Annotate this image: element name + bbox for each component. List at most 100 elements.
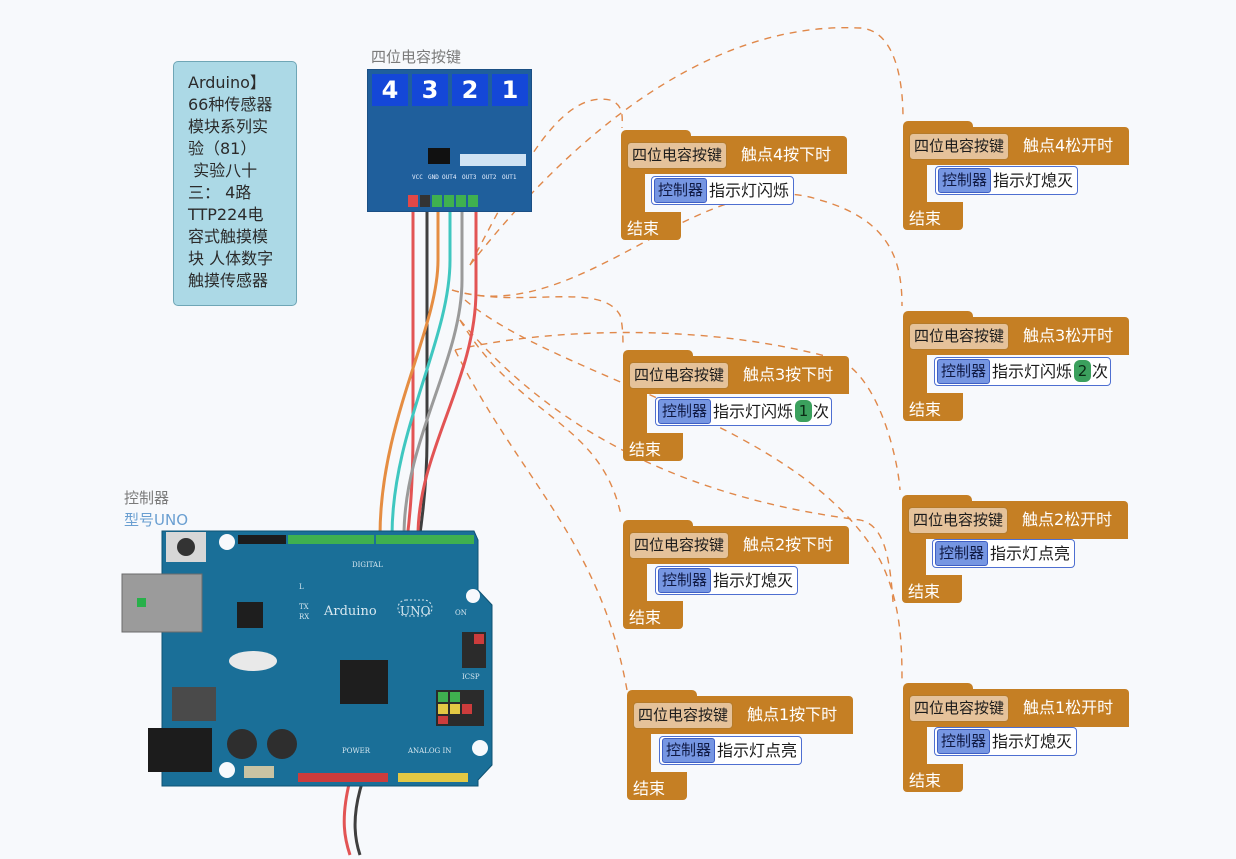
action-text: 指示灯闪烁 [709, 181, 790, 200]
end-label: 结束 [627, 219, 660, 238]
note-line: Arduino】 [188, 73, 266, 92]
event-component[interactable]: 四位电容按键 [908, 507, 1009, 534]
action-statement[interactable]: 控制器指示灯熄灭 [655, 566, 799, 595]
event-trigger: 触点1按下时 [747, 705, 838, 724]
count-unit: 次 [1092, 362, 1109, 381]
link-out1-release-2 [464, 299, 903, 681]
event-header[interactable]: 四位电容按键 触点3松开时 [903, 317, 1129, 355]
controller-chip[interactable]: 控制器 [938, 168, 992, 193]
note-line: TTP224电 [188, 205, 264, 224]
controller-chip[interactable]: 控制器 [658, 568, 712, 593]
event-header[interactable]: 四位电容按键 触点4按下时 [621, 136, 847, 174]
event-header[interactable]: 四位电容按键 触点1松开时 [903, 689, 1129, 727]
action-statement[interactable]: 控制器指示灯闪烁 [651, 176, 795, 205]
touch-module[interactable]: 4 3 2 1 VCC GND OUT4 OUT3 OUT2 OUT1 [367, 69, 532, 212]
event-component[interactable]: 四位电容按键 [629, 362, 730, 389]
board-uno-label: UNO [400, 604, 431, 618]
event-trigger: 触点3松开时 [1023, 326, 1114, 345]
end-block: 结束 [903, 202, 963, 230]
count-input[interactable]: 2 [1074, 360, 1092, 382]
action-text: 指示灯点亮 [990, 544, 1071, 563]
board-l-label: L [299, 583, 304, 591]
event-trigger: 触点1松开时 [1023, 698, 1114, 717]
action-text: 指示灯熄灭 [713, 571, 794, 590]
wire-out3 [390, 205, 452, 537]
event-header[interactable]: 四位电容按键 触点3按下时 [623, 356, 849, 394]
key-3[interactable]: 3 [412, 74, 448, 106]
event-component[interactable]: 四位电容按键 [909, 695, 1010, 722]
action-statement[interactable]: 控制器指示灯熄灭 [935, 166, 1079, 195]
link-out4-release [469, 27, 904, 266]
usb-port [121, 573, 203, 633]
controller-chip[interactable]: 控制器 [658, 399, 712, 424]
note-line: 66种传感器 [188, 95, 273, 114]
action-statement[interactable]: 控制器指示灯点亮 [932, 539, 1076, 568]
experiment-note[interactable]: Arduino】 66种传感器 模块系列实 验（81） 实验八十 三： 4路 T… [173, 61, 297, 306]
note-line: 触摸传感器 [188, 271, 269, 290]
event-component[interactable]: 四位电容按键 [909, 323, 1010, 350]
end-label: 结束 [909, 400, 942, 419]
note-line: 三： 4路 [188, 183, 252, 202]
event-component[interactable]: 四位电容按键 [633, 702, 734, 729]
action-text: 指示灯熄灭 [992, 732, 1073, 751]
controller-chip[interactable]: 控制器 [662, 738, 716, 763]
pin-label: VCC [412, 174, 423, 181]
board-power-label: POWER [342, 747, 371, 755]
controller-chip[interactable]: 控制器 [937, 359, 991, 384]
event-header[interactable]: 四位电容按键 触点1按下时 [627, 696, 853, 734]
pin-label: OUT1 [502, 174, 517, 181]
board-brand: Arduino [323, 604, 377, 619]
event-trigger: 触点2松开时 [1022, 510, 1113, 529]
event-component[interactable]: 四位电容按键 [629, 532, 730, 559]
pin-label: GND [428, 174, 439, 181]
module-resistors [460, 154, 526, 166]
event-trigger: 触点3按下时 [743, 365, 834, 384]
controller-chip[interactable]: 控制器 [935, 541, 989, 566]
controller-title: 控制器 [124, 489, 170, 507]
wire-out2 [402, 205, 464, 537]
note-line: 块 人体数字 [188, 249, 274, 268]
end-block: 结束 [903, 393, 963, 421]
controller-chip[interactable]: 控制器 [937, 729, 991, 754]
end-label: 结束 [629, 440, 662, 459]
pin-label: OUT3 [462, 174, 477, 181]
mcu-chip [340, 660, 388, 704]
pin-labels: VCC GND OUT4 OUT3 OUT2 OUT1 [412, 174, 530, 190]
board-labels: Arduino UNO DIGITAL POWER ANALOG IN ICSP… [299, 561, 480, 755]
note-line: 验（81） [188, 139, 257, 158]
board-rx-label: RX [299, 613, 309, 621]
board-digital-label: DIGITAL [352, 561, 383, 569]
event-component[interactable]: 四位电容按键 [909, 133, 1010, 160]
count-input[interactable]: 1 [795, 400, 813, 422]
event-trigger: 触点4松开时 [1023, 136, 1114, 155]
action-statement[interactable]: 控制器指示灯熄灭 [934, 727, 1078, 756]
board-tx-label: TX [299, 603, 309, 611]
link-out1-release [454, 331, 901, 491]
touch-keys: 4 3 2 1 [372, 74, 528, 106]
link-out1-press [454, 349, 628, 691]
board-on-label: ON [455, 609, 467, 617]
pin-label: OUT2 [482, 174, 497, 181]
key-4[interactable]: 4 [372, 74, 408, 106]
end-label: 结束 [908, 582, 941, 601]
note-line: 模块系列实 [188, 117, 269, 136]
link-out2-press [459, 319, 622, 516]
event-header[interactable]: 四位电容按键 触点2按下时 [623, 526, 849, 564]
action-statement[interactable]: 控制器指示灯点亮 [659, 736, 803, 765]
end-block: 结束 [621, 212, 681, 240]
event-header[interactable]: 四位电容按键 触点4松开时 [903, 127, 1129, 165]
key-2[interactable]: 2 [452, 74, 488, 106]
link-out2-release [459, 319, 894, 603]
action-text: 指示灯闪烁 [713, 402, 794, 421]
action-text: 指示灯闪烁 [992, 362, 1073, 381]
key-1[interactable]: 1 [492, 74, 528, 106]
event-header[interactable]: 四位电容按键 触点2松开时 [902, 501, 1128, 539]
event-component[interactable]: 四位电容按键 [627, 142, 728, 169]
module-title: 四位电容按键 [371, 48, 462, 66]
board-analog-label: ANALOG IN [407, 747, 451, 755]
end-block: 结束 [623, 433, 683, 461]
controller-chip[interactable]: 控制器 [654, 178, 708, 203]
